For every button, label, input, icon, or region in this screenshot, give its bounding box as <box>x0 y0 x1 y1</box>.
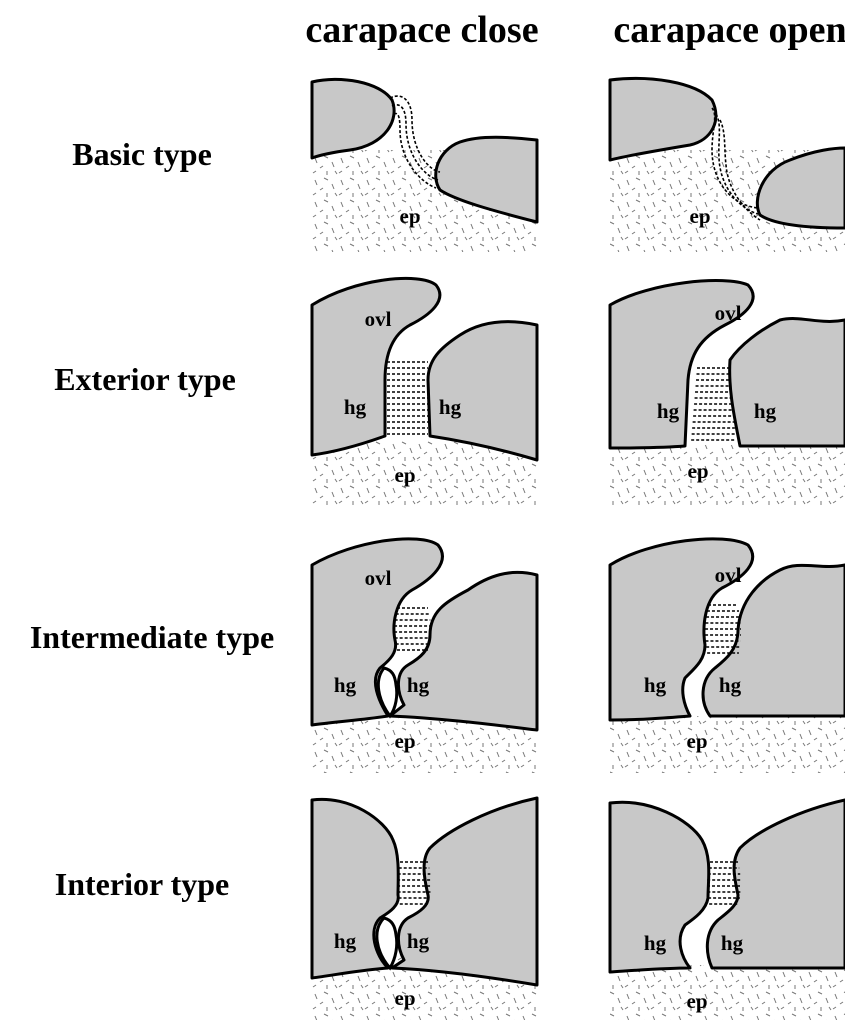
ovl-label: ovl <box>365 566 392 590</box>
hg-left-label: hg <box>344 395 367 419</box>
row-label-intermediate: Intermediate type <box>30 619 274 655</box>
epidermis-area <box>610 445 845 505</box>
hg-right-label: hg <box>439 395 462 419</box>
hg-left-label: hg <box>644 931 667 955</box>
carapace-right <box>390 572 537 730</box>
row-label-basic: Basic type <box>72 136 212 172</box>
ep-label: ep <box>395 463 416 487</box>
row-label-interior: Interior type <box>55 866 229 902</box>
panel-basic-open: ep <box>610 78 845 252</box>
epidermis-area <box>610 965 845 1020</box>
panel-intermediate-close: ovl hg hg ep <box>312 539 537 773</box>
hg-left-label: hg <box>334 929 357 953</box>
panel-intermediate-open: ovl hg hg ep <box>610 539 845 773</box>
ep-label: ep <box>687 989 708 1013</box>
panel-exterior-open: ovl hg hg ep <box>610 281 845 505</box>
ovl-label: ovl <box>365 307 392 331</box>
hg-left-label: hg <box>334 673 357 697</box>
hg-right-label: hg <box>719 673 742 697</box>
hinge-lamellae <box>394 608 431 650</box>
hg-right-label: hg <box>721 931 744 955</box>
carapace-right <box>730 319 845 446</box>
panel-exterior-close: ovl hg hg ep <box>312 278 537 505</box>
hg-left-label: hg <box>657 399 680 423</box>
hg-right-label: hg <box>754 399 777 423</box>
carapace-left <box>610 78 716 160</box>
carapace-right <box>428 322 537 460</box>
hg-left-label: hg <box>644 673 667 697</box>
ovl-label: ovl <box>715 301 742 325</box>
column-header-close: carapace close <box>305 9 538 51</box>
panel-interior-close: hg hg ep <box>312 798 537 1020</box>
panel-basic-close: ep <box>312 79 537 252</box>
column-header-open: carapace open <box>613 9 845 51</box>
hg-right-label: hg <box>407 673 430 697</box>
epidermis-area <box>610 716 845 773</box>
ovl-label: ovl <box>715 563 742 587</box>
ep-label: ep <box>690 204 711 228</box>
ep-label: ep <box>688 459 709 483</box>
ep-label: ep <box>400 204 421 228</box>
hinge-lamellae <box>387 362 428 434</box>
row-label-exterior: Exterior type <box>54 361 236 397</box>
carapace-left <box>312 79 394 158</box>
panel-interior-open: hg hg ep <box>610 800 845 1020</box>
ep-label: ep <box>687 729 708 753</box>
hg-right-label: hg <box>407 929 430 953</box>
ep-label: ep <box>395 729 416 753</box>
ep-label: ep <box>395 986 416 1010</box>
carapace-left <box>312 278 440 455</box>
